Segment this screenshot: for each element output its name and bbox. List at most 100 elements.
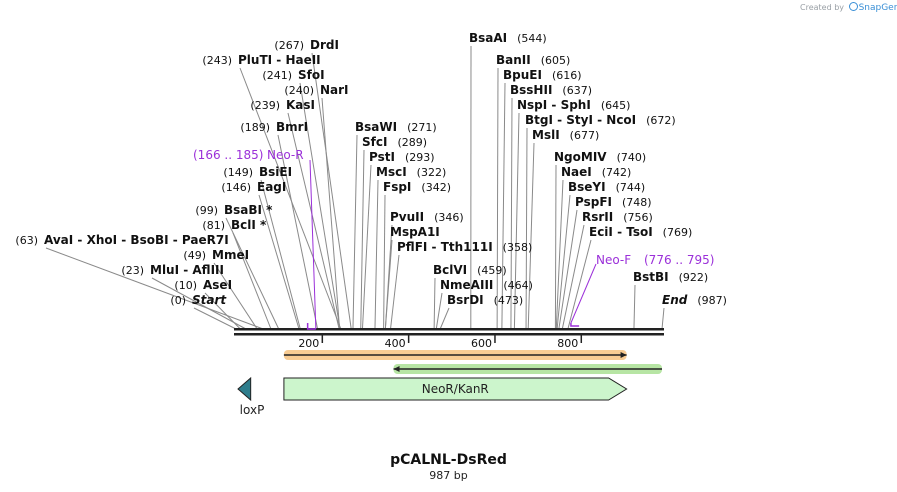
site-name: End	[662, 293, 688, 307]
site-leader	[439, 307, 450, 330]
primer-neo-r-mark	[306, 323, 316, 330]
site-leader	[239, 67, 342, 330]
site-leader	[510, 97, 513, 330]
site-label: PstI (293)	[369, 150, 435, 164]
site-position: (189)	[240, 121, 270, 134]
site-name: AseI	[203, 278, 232, 292]
site-position: (616)	[552, 69, 582, 82]
site-name: NspI - SphI	[517, 98, 591, 112]
site-position: (922)	[679, 271, 709, 284]
site-name: NmeAIII	[440, 278, 493, 292]
site-position: (459)	[477, 264, 507, 277]
site-label: (239)KasI	[250, 98, 315, 112]
site-label: BseYI(744)	[568, 180, 645, 194]
site-position: (464)	[503, 279, 533, 292]
site-position: (240)	[284, 84, 314, 97]
site-label: PspFI(748)	[575, 195, 652, 209]
site-label: (10) AseI	[174, 278, 232, 292]
site-label: (241)SfoI	[262, 68, 324, 82]
site-leader	[513, 112, 520, 330]
orf-arrowhead	[393, 366, 400, 372]
site-position: (473)	[494, 294, 524, 307]
site-label: (49)MmeI	[183, 248, 249, 262]
site-label: (149)BsiEI	[223, 165, 292, 179]
site-position: (677)	[570, 129, 600, 142]
site-name: PvuII	[390, 210, 424, 224]
ruler-tick-label: 600	[471, 337, 492, 350]
site-leader	[556, 194, 571, 330]
site-name: BpuEI	[503, 68, 542, 82]
site-name: BtgI - StyI - NcoI	[525, 113, 636, 127]
site-leader	[311, 52, 352, 330]
site-name: PflFI - Tth111I	[397, 240, 493, 254]
site-position: (987)	[697, 294, 727, 307]
site-leader	[567, 239, 592, 330]
site-position: (271)	[407, 121, 437, 134]
site-label: RsrII(756)	[582, 210, 653, 224]
site-position: (293)	[405, 151, 435, 164]
site-leader	[561, 224, 585, 330]
site-label: End (987)	[662, 293, 727, 307]
site-leader	[361, 164, 372, 330]
feature-loxp-label: loxP	[240, 403, 265, 417]
site-position: (23)	[121, 264, 144, 277]
site-name: RsrII	[582, 210, 613, 224]
site-position: (645)	[601, 99, 631, 112]
site-leader	[383, 194, 386, 330]
ruler-tick-label: 400	[385, 337, 406, 350]
site-label: MscI(322)	[376, 165, 446, 179]
site-label: PvuII(346)	[390, 210, 464, 224]
site-name: BmrI	[276, 120, 308, 134]
site-position: (358)	[503, 241, 533, 254]
orf-arrowhead	[620, 352, 627, 358]
site-name: BssHII	[510, 83, 552, 97]
site-label: PflFI - Tth111I (358)	[397, 240, 532, 254]
site-leader	[352, 134, 358, 330]
site-leader	[496, 67, 499, 330]
site-name: Start	[192, 293, 227, 307]
site-name: PspFI	[575, 195, 612, 209]
site-leader	[193, 307, 237, 330]
site-label: BssHII(637)	[510, 83, 592, 97]
site-leader	[525, 127, 528, 330]
site-name: BseYI	[568, 180, 606, 194]
site-label: BsaWI (271)	[355, 120, 437, 134]
site-name: EciI - TsoI	[589, 225, 653, 239]
primer-neo-f-name: Neo-F	[596, 253, 631, 267]
site-name: BsaWI	[355, 120, 397, 134]
site-leader	[204, 292, 241, 330]
site-name: BclI *	[231, 218, 267, 232]
site-leader	[555, 179, 564, 330]
site-label: (189) BmrI	[240, 120, 308, 134]
site-name: PstI	[369, 150, 395, 164]
site-position: (342)	[421, 181, 451, 194]
primer-neo-f-range: (776 .. 795)	[644, 253, 714, 267]
site-position: (10)	[174, 279, 197, 292]
site-leader	[554, 164, 557, 330]
site-name: NgoMIV	[554, 150, 607, 164]
site-leader	[527, 142, 535, 330]
site-leader	[558, 209, 578, 330]
site-position: (742)	[602, 166, 632, 179]
site-position: (239)	[250, 99, 280, 112]
site-position: (63)	[15, 234, 38, 247]
primer-leader	[309, 159, 317, 330]
site-label: (0)Start	[170, 293, 227, 307]
site-name: SfcI	[362, 135, 387, 149]
site-position: (243)	[202, 54, 232, 67]
site-name: MluI - AflIII	[150, 263, 224, 277]
site-name: BsrDI	[447, 293, 484, 307]
site-name: MscI	[376, 165, 407, 179]
site-position: (241)	[262, 69, 292, 82]
site-name: BsaAI	[469, 31, 507, 45]
site-name: MspA1I	[390, 225, 440, 239]
site-label: NgoMIV(740)	[554, 150, 646, 164]
site-name: PluTI - HaeII	[238, 53, 321, 67]
site-name: MmeI	[212, 248, 249, 262]
site-leader	[435, 292, 443, 330]
site-position: (605)	[541, 54, 571, 67]
site-label: (240)NarI	[284, 83, 348, 97]
site-leader	[213, 262, 258, 330]
site-leader	[633, 284, 636, 330]
